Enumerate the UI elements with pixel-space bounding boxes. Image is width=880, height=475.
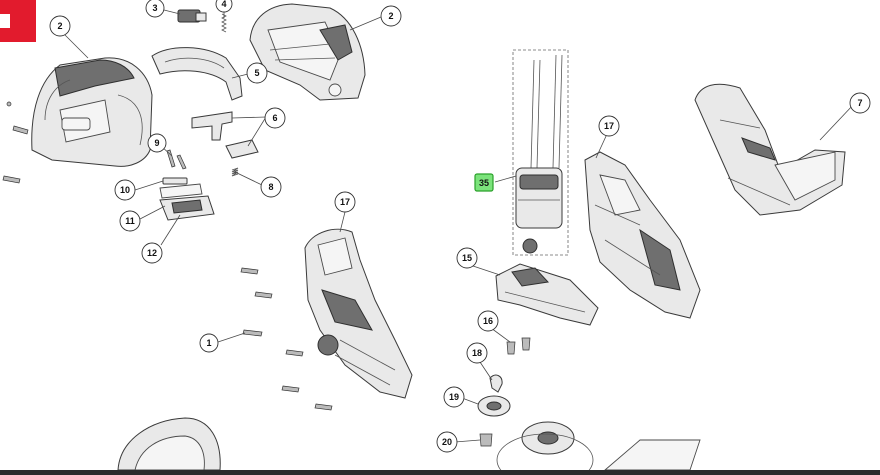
callout-5-label: 5 bbox=[254, 68, 259, 78]
callout-15[interactable]: 15 bbox=[456, 247, 478, 269]
part-19-gear[interactable] bbox=[477, 395, 511, 417]
callout-10[interactable]: 10 bbox=[114, 179, 136, 201]
callout-16[interactable]: 16 bbox=[477, 310, 499, 332]
callout-35-label: 35 bbox=[479, 178, 489, 188]
callout-11-label: 11 bbox=[125, 216, 135, 226]
callout-20-label: 20 bbox=[442, 437, 452, 447]
part-35-motor[interactable] bbox=[512, 49, 569, 256]
callout-6-label: 6 bbox=[272, 113, 277, 123]
part-18-clip[interactable] bbox=[489, 374, 503, 393]
callout-7[interactable]: 7 bbox=[849, 92, 871, 114]
part-20-pin[interactable] bbox=[479, 433, 493, 447]
bottom-ring bbox=[117, 417, 221, 471]
part-3-switch[interactable] bbox=[177, 9, 207, 23]
callout-15-label: 15 bbox=[462, 253, 472, 263]
part-15-gear-housing[interactable] bbox=[495, 263, 599, 326]
part-9-pins[interactable] bbox=[162, 149, 188, 185]
bottom-scrollbar[interactable] bbox=[0, 470, 880, 475]
callout-12-label: 12 bbox=[147, 248, 157, 258]
callout-8[interactable]: 8 bbox=[260, 176, 282, 198]
part-5-cover[interactable] bbox=[151, 47, 243, 101]
callout-2-top-label: 2 bbox=[388, 11, 393, 21]
bottom-plate bbox=[603, 439, 701, 471]
callout-2-left-label: 2 bbox=[57, 21, 62, 31]
callout-11[interactable]: 11 bbox=[119, 210, 141, 232]
callout-17-right-label: 17 bbox=[604, 121, 614, 131]
callout-4[interactable]: 4 bbox=[215, 0, 233, 13]
callout-19[interactable]: 19 bbox=[443, 386, 465, 408]
callout-7-label: 7 bbox=[857, 98, 862, 108]
part-7-blade-guard[interactable] bbox=[694, 83, 846, 216]
callout-1[interactable]: 1 bbox=[199, 333, 219, 353]
callout-1-label: 1 bbox=[206, 338, 211, 348]
callout-10-label: 10 bbox=[120, 185, 130, 195]
callout-17-center[interactable]: 17 bbox=[334, 191, 356, 213]
callout-17-right[interactable]: 17 bbox=[598, 115, 620, 137]
callout-19-label: 19 bbox=[449, 392, 459, 402]
part-17-center-housing[interactable] bbox=[304, 228, 413, 399]
part-17-right-housing[interactable] bbox=[584, 151, 701, 319]
screws-center bbox=[240, 267, 333, 411]
callout-5[interactable]: 5 bbox=[246, 62, 268, 84]
part-2-upper-housing[interactable] bbox=[249, 3, 366, 101]
callout-17-center-label: 17 bbox=[340, 197, 350, 207]
callout-18-label: 18 bbox=[472, 348, 482, 358]
callout-16-label: 16 bbox=[483, 316, 493, 326]
callout-3-label: 3 bbox=[152, 3, 157, 13]
callout-6[interactable]: 6 bbox=[264, 107, 286, 129]
callout-2-top[interactable]: 2 bbox=[380, 5, 402, 27]
brand-corner-logo bbox=[0, 0, 36, 42]
callout-3[interactable]: 3 bbox=[145, 0, 165, 18]
part-16-bolts[interactable] bbox=[506, 337, 531, 355]
part-2-left-housing[interactable] bbox=[31, 57, 153, 167]
part-11-12-lock-plate[interactable] bbox=[159, 183, 215, 221]
large-gear bbox=[496, 421, 594, 475]
callout-12[interactable]: 12 bbox=[141, 242, 163, 264]
callout-20[interactable]: 20 bbox=[436, 431, 458, 453]
callout-9[interactable]: 9 bbox=[147, 133, 167, 153]
part-6-trigger[interactable] bbox=[191, 111, 259, 159]
callout-18[interactable]: 18 bbox=[466, 342, 488, 364]
callout-8-label: 8 bbox=[268, 182, 273, 192]
callout-4-label: 4 bbox=[221, 0, 226, 9]
callout-2-left[interactable]: 2 bbox=[49, 15, 71, 37]
leader-lines bbox=[61, 9, 855, 443]
screws-left bbox=[2, 101, 29, 184]
callout-35-highlighted[interactable]: 35 bbox=[474, 173, 494, 192]
callout-9-label: 9 bbox=[154, 138, 159, 148]
